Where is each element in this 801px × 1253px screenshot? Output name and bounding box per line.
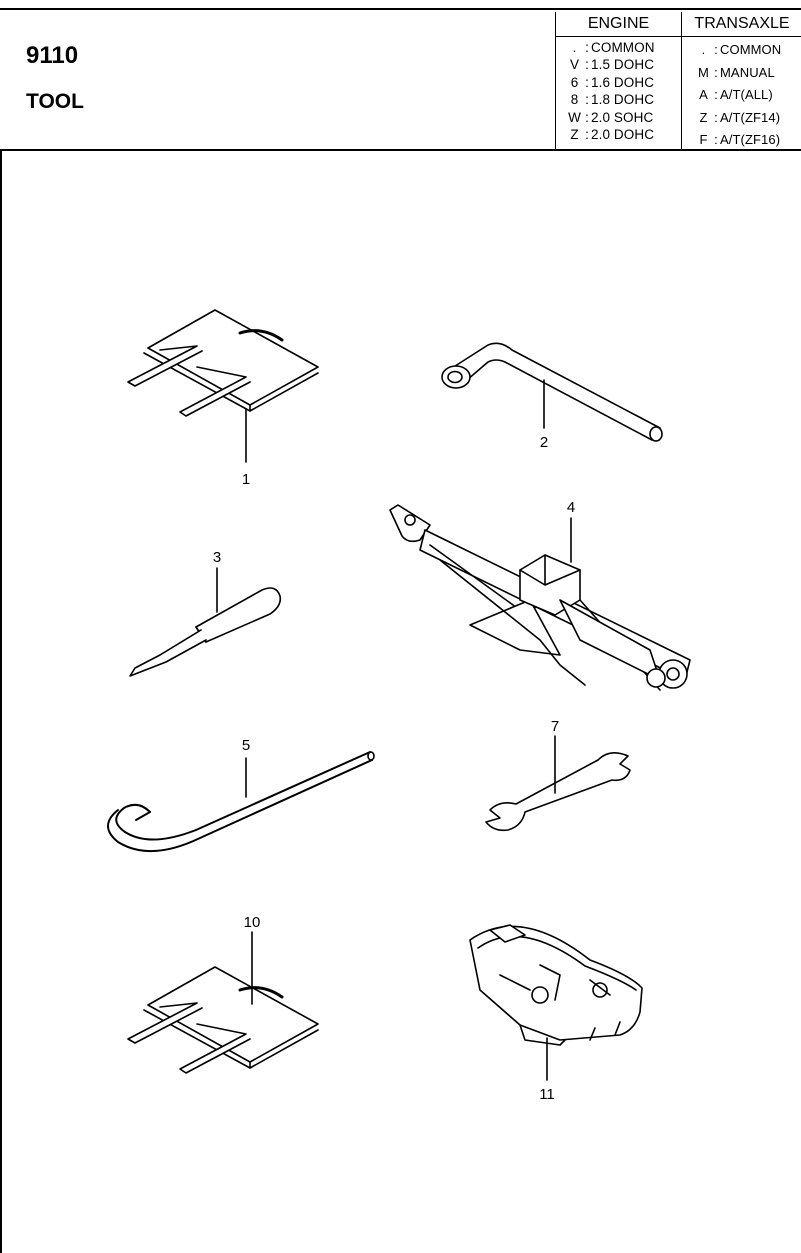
engine-code-row: V:1.5 DOHC — [569, 57, 655, 73]
callout-7: 7 — [551, 718, 559, 735]
scissor-jack-illustration-4 — [389, 504, 691, 691]
callout-11: 11 — [539, 1086, 555, 1103]
engine-code-row: W:2.0 SOHC — [568, 109, 654, 125]
engine-code-row: Z:2.0 DOHC — [570, 127, 655, 143]
wheel-wrench-illustration-2 — [441, 342, 663, 442]
transaxle-code-list: .:COMMON M:MANUAL A:A/T(ALL) Z:A/T(ZF14)… — [682, 37, 801, 152]
jack-handle-illustration-5 — [107, 751, 375, 852]
engine-code-table: ENGINE .:COMMON V:1.5 DOHC 6:1.6 DOHC 8:… — [555, 12, 681, 149]
tool-bag-illustration-10 — [127, 966, 319, 1074]
engine-code-list: .:COMMON V:1.5 DOHC 6:1.6 DOHC 8:1.8 DOH… — [556, 37, 681, 143]
transaxle-code-row: F:A/T(ZF16) — [699, 132, 781, 148]
callout-4: 4 — [567, 499, 575, 516]
callout-2: 2 — [540, 434, 548, 451]
callout-1: 1 — [242, 471, 250, 488]
callout-10: 10 — [244, 914, 261, 931]
tool-bag-illustration-1 — [127, 309, 319, 417]
transaxle-code-row: Z:A/T(ZF14) — [699, 109, 781, 125]
transaxle-code-row: A:A/T(ALL) — [699, 87, 773, 103]
title-block: 9110 TOOL ENGINE .:COMMON V:1.5 DOHC 6:1… — [0, 8, 801, 151]
transaxle-code-row: .:COMMON — [701, 42, 782, 57]
engine-header: ENGINE — [556, 12, 681, 37]
transaxle-header: TRANSAXLE — [682, 12, 801, 37]
engine-code-row: 8:1.8 DOHC — [570, 92, 655, 108]
engine-code-row: 6:1.6 DOHC — [570, 74, 655, 90]
screwdriver-illustration-3 — [129, 587, 282, 677]
part-number: 9110 — [26, 42, 79, 69]
tool-tray-illustration-11 — [469, 924, 643, 1046]
transaxle-code-row: M:MANUAL — [698, 64, 775, 80]
engine-code-row: .:COMMON — [572, 40, 655, 55]
callout-3: 3 — [213, 549, 221, 566]
part-name: TOOL — [26, 90, 84, 113]
transaxle-code-table: TRANSAXLE .:COMMON M:MANUAL A:A/T(ALL) Z… — [681, 12, 801, 149]
spanner-illustration-7 — [485, 752, 631, 832]
page-left-border — [0, 150, 2, 1253]
callout-5: 5 — [242, 737, 250, 754]
